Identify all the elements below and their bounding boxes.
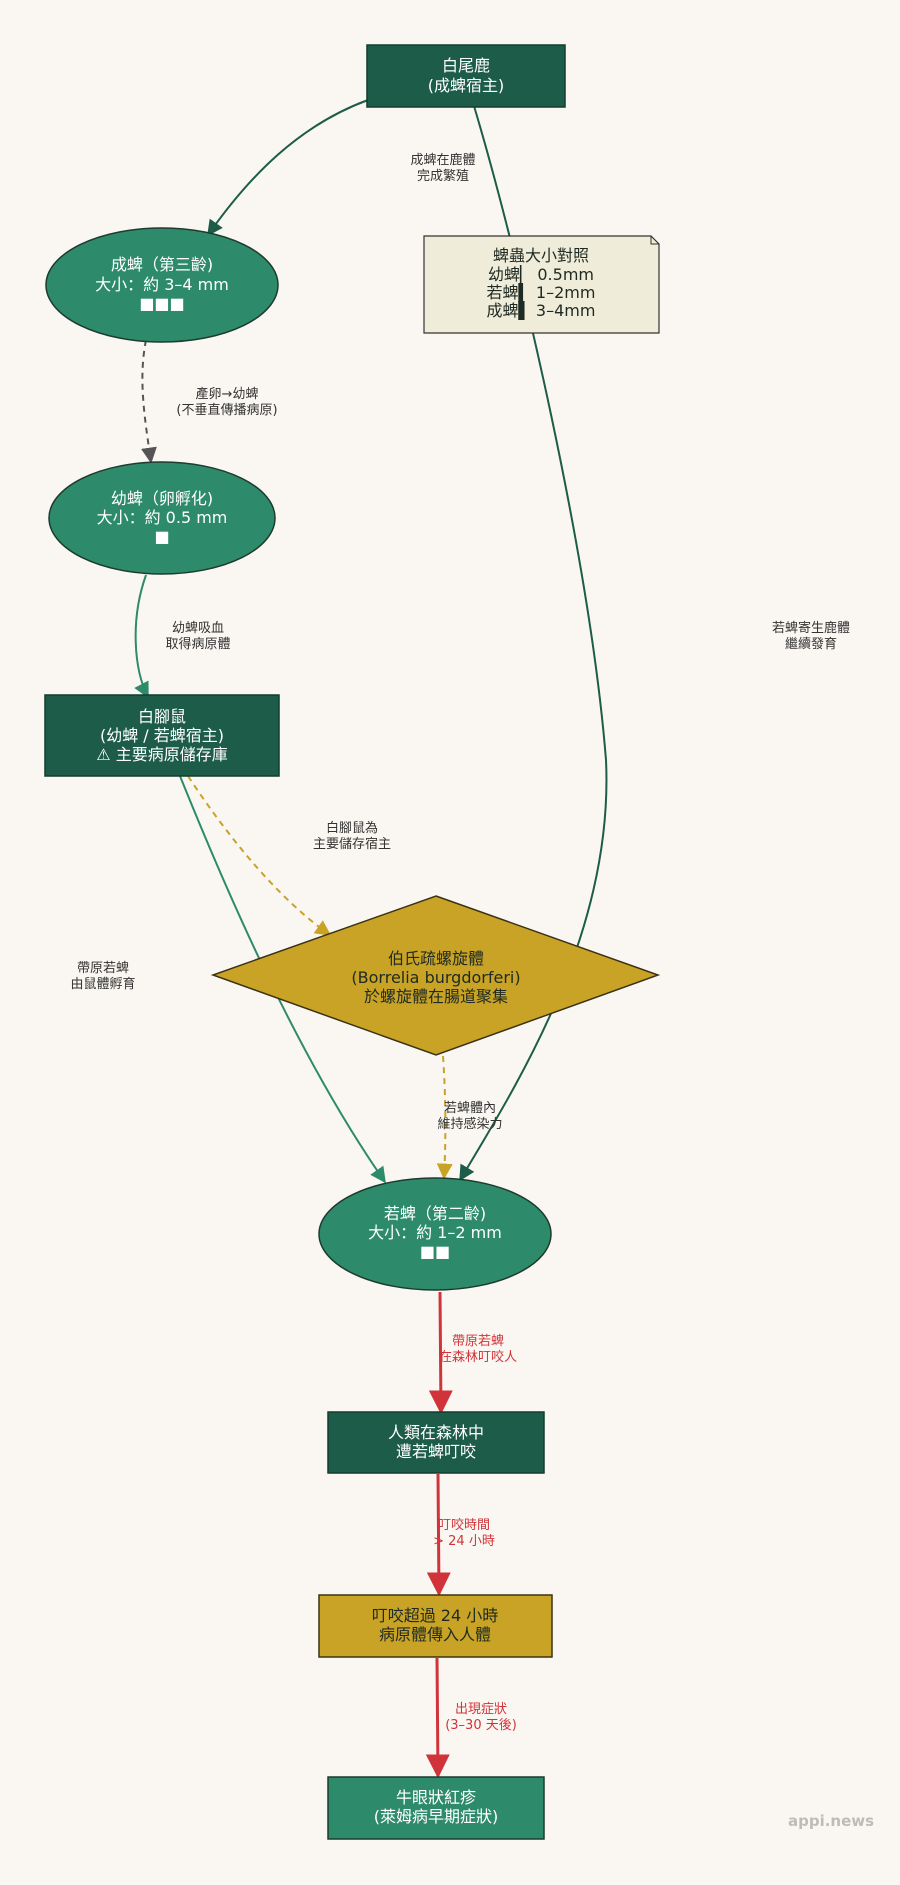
mouse-line-1: 白腳鼠 bbox=[138, 707, 186, 726]
note-larva-size: 幼蜱▏ 0.5mm bbox=[488, 264, 594, 284]
edge-nymph-to-human bbox=[428, 1291, 453, 1415]
human-line-2: 遭若蜱叮咬 bbox=[396, 1442, 476, 1461]
mouse-line-2: (幼蜱 / 若蜱宿主) bbox=[100, 726, 224, 745]
label-mouse-nymph-2: 由鼠體孵育 bbox=[70, 976, 135, 992]
borrelia-line-2: (Borrelia burgdorferi) bbox=[351, 968, 520, 987]
label-adult-larva-2: (不垂直傳播病原) bbox=[176, 403, 277, 418]
edge-larva-to-mouse bbox=[134, 574, 149, 699]
edge-label-bite-rash: 出現症狀 (3–30 天後) bbox=[445, 1702, 517, 1733]
nymph-line-1: 若蜱（第二齡) bbox=[384, 1204, 486, 1223]
rash-line-1: 牛眼狀紅疹 bbox=[396, 1788, 476, 1807]
label-human-bite-1: 叮咬時間 bbox=[438, 1517, 490, 1533]
rash-line-2: (萊姆病早期症狀) bbox=[374, 1807, 499, 1826]
edge-human-to-bite bbox=[426, 1473, 451, 1597]
larva-line-1: 幼蜱（卵孵化) bbox=[111, 489, 213, 508]
node-bullseye-rash: 牛眼狀紅疹 (萊姆病早期症狀) bbox=[327, 1776, 545, 1840]
adult-line-1: 成蜱（第三齡) bbox=[111, 255, 213, 274]
adult-line-2: 大小：約 3–4 mm bbox=[95, 275, 229, 294]
label-bite-rash-1: 出現症狀 bbox=[455, 1702, 507, 1717]
node-larva-tick: 幼蜱（卵孵化) 大小：約 0.5 mm ■ bbox=[48, 461, 276, 575]
edge-label-mouse-borrelia: 白腳鼠為 主要儲存宿主 bbox=[313, 820, 391, 852]
edge-label-deer-adult: 成蜱在鹿體 完成繁殖 bbox=[410, 152, 475, 184]
note-nymph-size: 若蜱▍ 1–2mm bbox=[487, 282, 596, 302]
human-line-1: 人類在森林中 bbox=[388, 1423, 484, 1442]
note-title: 蜱蟲大小對照 bbox=[493, 246, 589, 265]
adult-size-squares: ■■■ bbox=[139, 294, 184, 313]
label-mouse-nymph-1: 帶原若蜱 bbox=[77, 960, 129, 976]
label-larva-mouse-1: 幼蜱吸血 bbox=[172, 620, 224, 636]
edge-borrelia-to-nymph bbox=[436, 1055, 453, 1180]
deer-line-1: 白尾鹿 bbox=[442, 56, 490, 75]
node-human-bitten: 人類在森林中 遭若蜱叮咬 bbox=[327, 1411, 545, 1474]
borrelia-line-1: 伯氏疏螺旋體 bbox=[388, 949, 484, 968]
label-deer-nymph-1: 若蜱寄生鹿體 bbox=[772, 620, 850, 636]
edge-label-human-bite: 叮咬時間 > 24 小時 bbox=[433, 1517, 495, 1549]
label-nymph-human-1: 帶原若蜱 bbox=[452, 1333, 504, 1349]
node-white-footed-mouse: 白腳鼠 (幼蜱 / 若蜱宿主) ⚠ 主要病原儲存庫 bbox=[44, 694, 280, 777]
deer-line-2: (成蜱宿主) bbox=[428, 76, 505, 95]
label-bite-rash-2: (3–30 天後) bbox=[445, 1718, 517, 1733]
edge-mouse-to-borrelia bbox=[187, 775, 332, 936]
tick-size-note: 蜱蟲大小對照 幼蜱▏ 0.5mm 若蜱▍ 1–2mm 成蜱▌ 3–4mm bbox=[423, 235, 660, 334]
larva-size-squares: ■ bbox=[154, 527, 169, 546]
label-human-bite-2: > 24 小時 bbox=[433, 1534, 495, 1549]
node-bite-over-24h: 叮咬超過 24 小時 病原體傳入人體 bbox=[318, 1594, 553, 1658]
label-deer-nymph-2: 繼續發育 bbox=[785, 636, 837, 652]
label-borrelia-nymph-1: 若蜱體內 bbox=[444, 1100, 496, 1116]
mouse-reservoir-warning: ⚠ 主要病原儲存庫 bbox=[96, 745, 227, 764]
nymph-size-squares: ■■ bbox=[420, 1242, 450, 1261]
borrelia-line-3: 於螺旋體在腸道聚集 bbox=[364, 987, 508, 1006]
bite-line-1: 叮咬超過 24 小時 bbox=[372, 1606, 499, 1625]
bite-line-2: 病原體傳入人體 bbox=[379, 1625, 491, 1644]
label-mouse-borrelia-2: 主要儲存宿主 bbox=[313, 836, 391, 852]
label-deer-adult-1: 成蜱在鹿體 bbox=[410, 152, 475, 168]
edge-deer-to-adult bbox=[207, 99, 369, 237]
node-white-tailed-deer: 白尾鹿 (成蜱宿主) bbox=[366, 44, 566, 108]
edge-bite-to-rash bbox=[425, 1657, 450, 1779]
node-nymph-tick: 若蜱（第二齡) 大小：約 1–2 mm ■■ bbox=[318, 1177, 552, 1291]
label-larva-mouse-2: 取得病原體 bbox=[165, 636, 230, 652]
edge-label-adult-larva: 產卵→幼蜱 (不垂直傳播病原) bbox=[176, 386, 277, 418]
nymph-line-2: 大小：約 1–2 mm bbox=[368, 1223, 502, 1242]
edge-adult-to-larva bbox=[141, 339, 157, 464]
edge-label-mouse-nymph: 帶原若蜱 由鼠體孵育 bbox=[70, 960, 135, 992]
edge-label-larva-mouse: 幼蜱吸血 取得病原體 bbox=[165, 620, 230, 652]
note-adult-size: 成蜱▌ 3–4mm bbox=[487, 300, 596, 320]
watermark: appi.news bbox=[788, 1812, 875, 1830]
label-adult-larva-1: 產卵→幼蜱 bbox=[196, 386, 259, 402]
node-borrelia: 伯氏疏螺旋體 (Borrelia burgdorferi) 於螺旋體在腸道聚集 bbox=[210, 895, 661, 1056]
node-adult-tick: 成蜱（第三齡) 大小：約 3–4 mm ■■■ bbox=[45, 227, 279, 343]
edge-label-deer-nymph: 若蜱寄生鹿體 繼續發育 bbox=[772, 620, 850, 652]
edge-label-nymph-human: 帶原若蜱 在森林叮咬人 bbox=[439, 1333, 517, 1365]
label-deer-adult-2: 完成繁殖 bbox=[417, 168, 469, 184]
edge-label-borrelia-nymph: 若蜱體內 維持感染力 bbox=[437, 1100, 502, 1132]
label-mouse-borrelia-1: 白腳鼠為 bbox=[326, 820, 378, 836]
label-borrelia-nymph-2: 維持感染力 bbox=[437, 1116, 502, 1132]
larva-line-2: 大小：約 0.5 mm bbox=[97, 508, 228, 527]
label-nymph-human-2: 在森林叮咬人 bbox=[439, 1349, 517, 1365]
